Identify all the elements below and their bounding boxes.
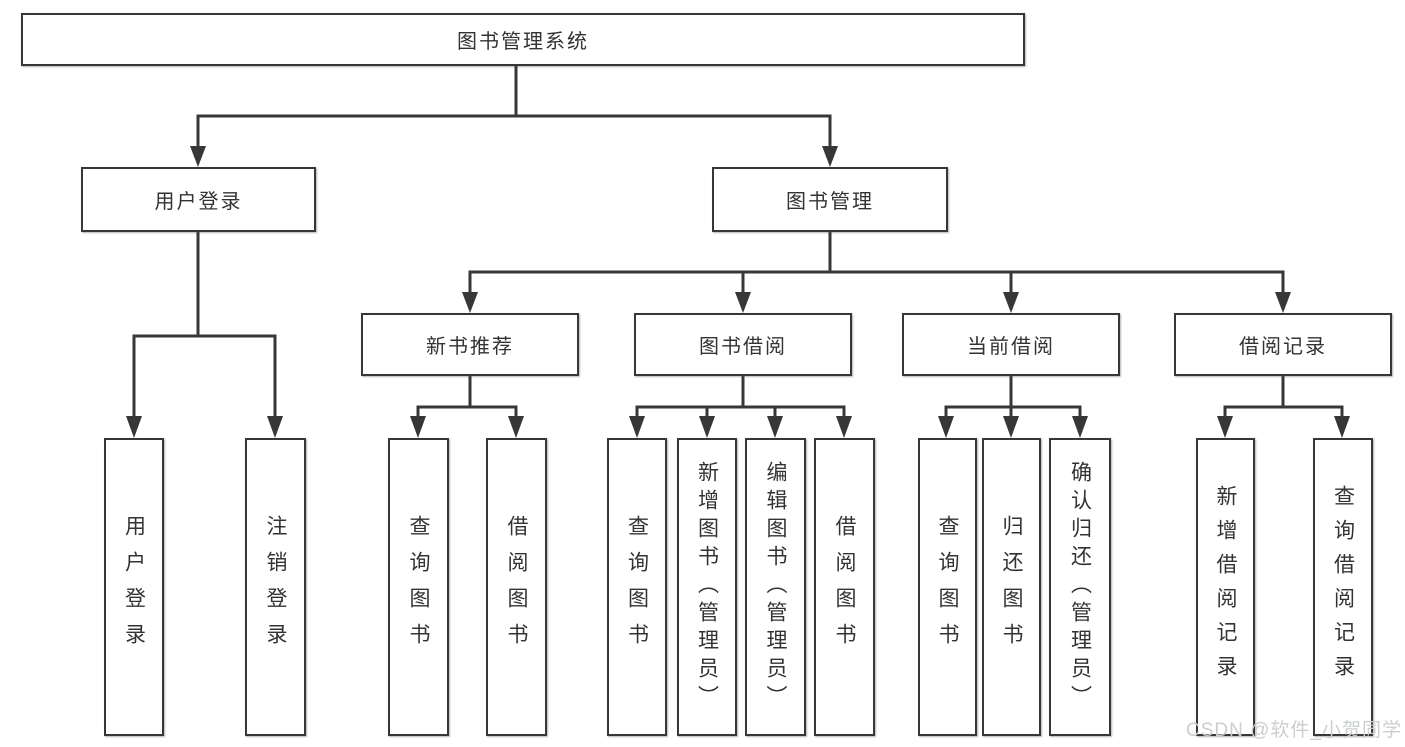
node-user-login: 用户登录 (81, 167, 316, 232)
node-user-login-label: 用户登录 (154, 191, 243, 213)
leaf-query-books-borrow: 查询图书 (607, 438, 667, 736)
leaf-add-book-admin: 新增图书（管理员） (677, 438, 737, 736)
leaf-query-borrow-record-label: 查询借阅记录 (1331, 485, 1355, 689)
leaf-confirm-return-admin-label: 确认归还（管理员） (1068, 461, 1092, 713)
node-book-borrow-label: 图书借阅 (699, 336, 787, 358)
leaf-query-books-current: 查询图书 (918, 438, 977, 736)
node-current-borrow-label: 当前借阅 (967, 336, 1055, 358)
node-book-management-label: 图书管理 (786, 191, 874, 213)
leaf-user-login-label: 用户登录 (122, 515, 146, 659)
node-book-management: 图书管理 (712, 167, 948, 232)
leaf-logout-label: 注销登录 (264, 515, 287, 659)
node-borrow-records: 借阅记录 (1174, 313, 1392, 376)
leaf-add-book-admin-label: 新增图书（管理员） (695, 461, 719, 713)
node-root: 图书管理系统 (21, 13, 1025, 66)
leaf-user-login: 用户登录 (104, 438, 164, 736)
leaf-add-borrow-record: 新增借阅记录 (1196, 438, 1255, 736)
leaf-query-books-recommend: 查询图书 (388, 438, 449, 736)
node-new-book-recommend: 新书推荐 (361, 313, 579, 376)
node-borrow-records-label: 借阅记录 (1239, 336, 1327, 358)
leaf-query-books-current-label: 查询图书 (936, 515, 959, 659)
leaf-return-book-label: 归还图书 (1000, 515, 1023, 659)
leaf-query-books-recommend-label: 查询图书 (407, 515, 430, 659)
node-new-book-recommend-label: 新书推荐 (426, 336, 514, 358)
leaf-borrow-books-label: 借阅图书 (833, 515, 856, 659)
leaf-confirm-return-admin: 确认归还（管理员） (1049, 438, 1111, 736)
leaf-borrow-books-recommend-label: 借阅图书 (505, 515, 528, 659)
node-book-borrow: 图书借阅 (634, 313, 852, 376)
leaf-query-borrow-record: 查询借阅记录 (1313, 438, 1373, 736)
leaf-query-books-borrow-label: 查询图书 (625, 515, 649, 659)
watermark-text: CSDN @软件_小贺同学 (1186, 720, 1402, 741)
leaf-borrow-books-recommend: 借阅图书 (486, 438, 547, 736)
leaf-return-book: 归还图书 (982, 438, 1041, 736)
node-current-borrow: 当前借阅 (902, 313, 1120, 376)
leaf-edit-book-admin-label: 编辑图书（管理员） (764, 461, 787, 713)
leaf-borrow-books: 借阅图书 (814, 438, 875, 736)
node-root-label: 图书管理系统 (457, 31, 589, 53)
leaf-add-borrow-record-label: 新增借阅记录 (1214, 485, 1237, 689)
leaf-logout: 注销登录 (245, 438, 306, 736)
leaf-edit-book-admin: 编辑图书（管理员） (745, 438, 806, 736)
